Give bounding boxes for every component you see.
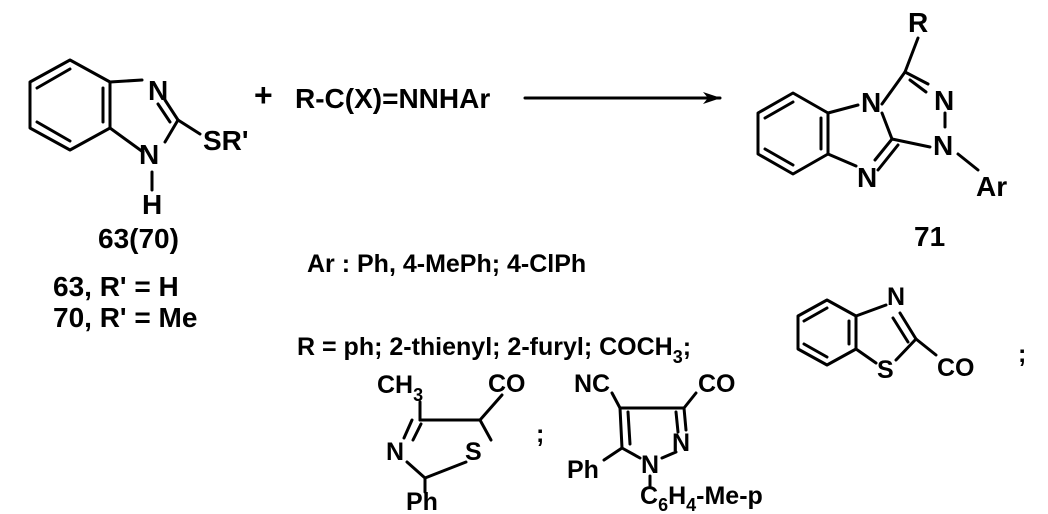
product-ar-label: Ar xyxy=(976,171,1007,202)
thiazoline-structure: CH3 CO N S Ph xyxy=(377,370,526,514)
compound-63-definition: 63, R' = H xyxy=(53,271,179,302)
plus-sign: + xyxy=(254,77,273,113)
pyrazole-n2-label: N xyxy=(672,429,690,457)
thiazoline-s-label: S xyxy=(465,438,482,466)
pyrazole-n1-label: N xyxy=(641,451,659,479)
pyrazole-sub-4: 4 xyxy=(686,495,696,514)
separator-1: ; xyxy=(1018,340,1026,368)
pyrazole-sub-6: 6 xyxy=(658,495,668,514)
benzimidazole-structure: N N H SR' xyxy=(28,58,249,220)
pyrazole-ph-label: Ph xyxy=(567,456,599,484)
benzimidazole-n1-label: N xyxy=(139,139,159,170)
benzimidazole-n3-label: N xyxy=(148,75,168,106)
pyrazole-co-label: CO xyxy=(698,370,736,398)
reactant-compound-number: 63(70) xyxy=(98,223,179,254)
benzothiazole-structure: N S CO xyxy=(796,283,975,384)
pyrazole-structure: NC CO Ph N N C6H4-Me-p xyxy=(567,370,763,514)
benzothiazole-co-label: CO xyxy=(937,354,975,382)
product-compound-number: 71 xyxy=(914,221,945,252)
benzothiazole-s-label: S xyxy=(877,356,894,384)
r-definition-tail: ; xyxy=(683,333,691,361)
thiazoline-ph-label: Ph xyxy=(406,488,438,514)
pyrazole-sub-tail: -Me-p xyxy=(696,482,763,510)
pyrazole-nc-label: NC xyxy=(574,370,610,398)
ar-definition: Ar : Ph, 4-MePh; 4-ClPh xyxy=(307,250,586,278)
product-r-label: R xyxy=(908,7,928,38)
pyrazole-aryl-substituent: C6H4-Me-p xyxy=(640,482,763,514)
benzothiazole-n-label: N xyxy=(887,283,905,311)
pyrazole-sub-c: C xyxy=(640,482,658,510)
benzimidazole-sr-label: SR' xyxy=(203,125,249,156)
product-n2-label: N xyxy=(934,85,954,116)
product-n-bridge-label: N xyxy=(861,87,881,118)
thiazoline-n-label: N xyxy=(386,438,404,466)
thiazoline-ch3-label: CH3 xyxy=(377,371,423,405)
pyrazole-sub-h: H xyxy=(668,482,686,510)
product-n-imine-label: N xyxy=(857,162,877,193)
thiazoline-co-label: CO xyxy=(488,370,526,398)
compound-70-definition: 70, R' = Me xyxy=(53,302,197,333)
r-definition-subscript: 3 xyxy=(673,347,683,367)
thiazoline-ch3-subscript: 3 xyxy=(413,385,423,405)
benzimidazole-h-label: H xyxy=(142,189,162,220)
r-definition: R = ph; 2-thienyl; 2-furyl; COCH3; xyxy=(297,333,691,367)
hydrazonoyl-reagent: R-C(X)=NNHAr xyxy=(295,83,490,114)
r-definition-main: R = ph; 2-thienyl; 2-furyl; COCH xyxy=(297,333,673,361)
separator-2: ; xyxy=(536,420,544,448)
product-n1-label: N xyxy=(933,130,953,161)
thiazoline-ch-text: CH xyxy=(377,371,413,399)
triazolobenzimidazole-structure: R N N N N Ar xyxy=(756,7,1007,202)
